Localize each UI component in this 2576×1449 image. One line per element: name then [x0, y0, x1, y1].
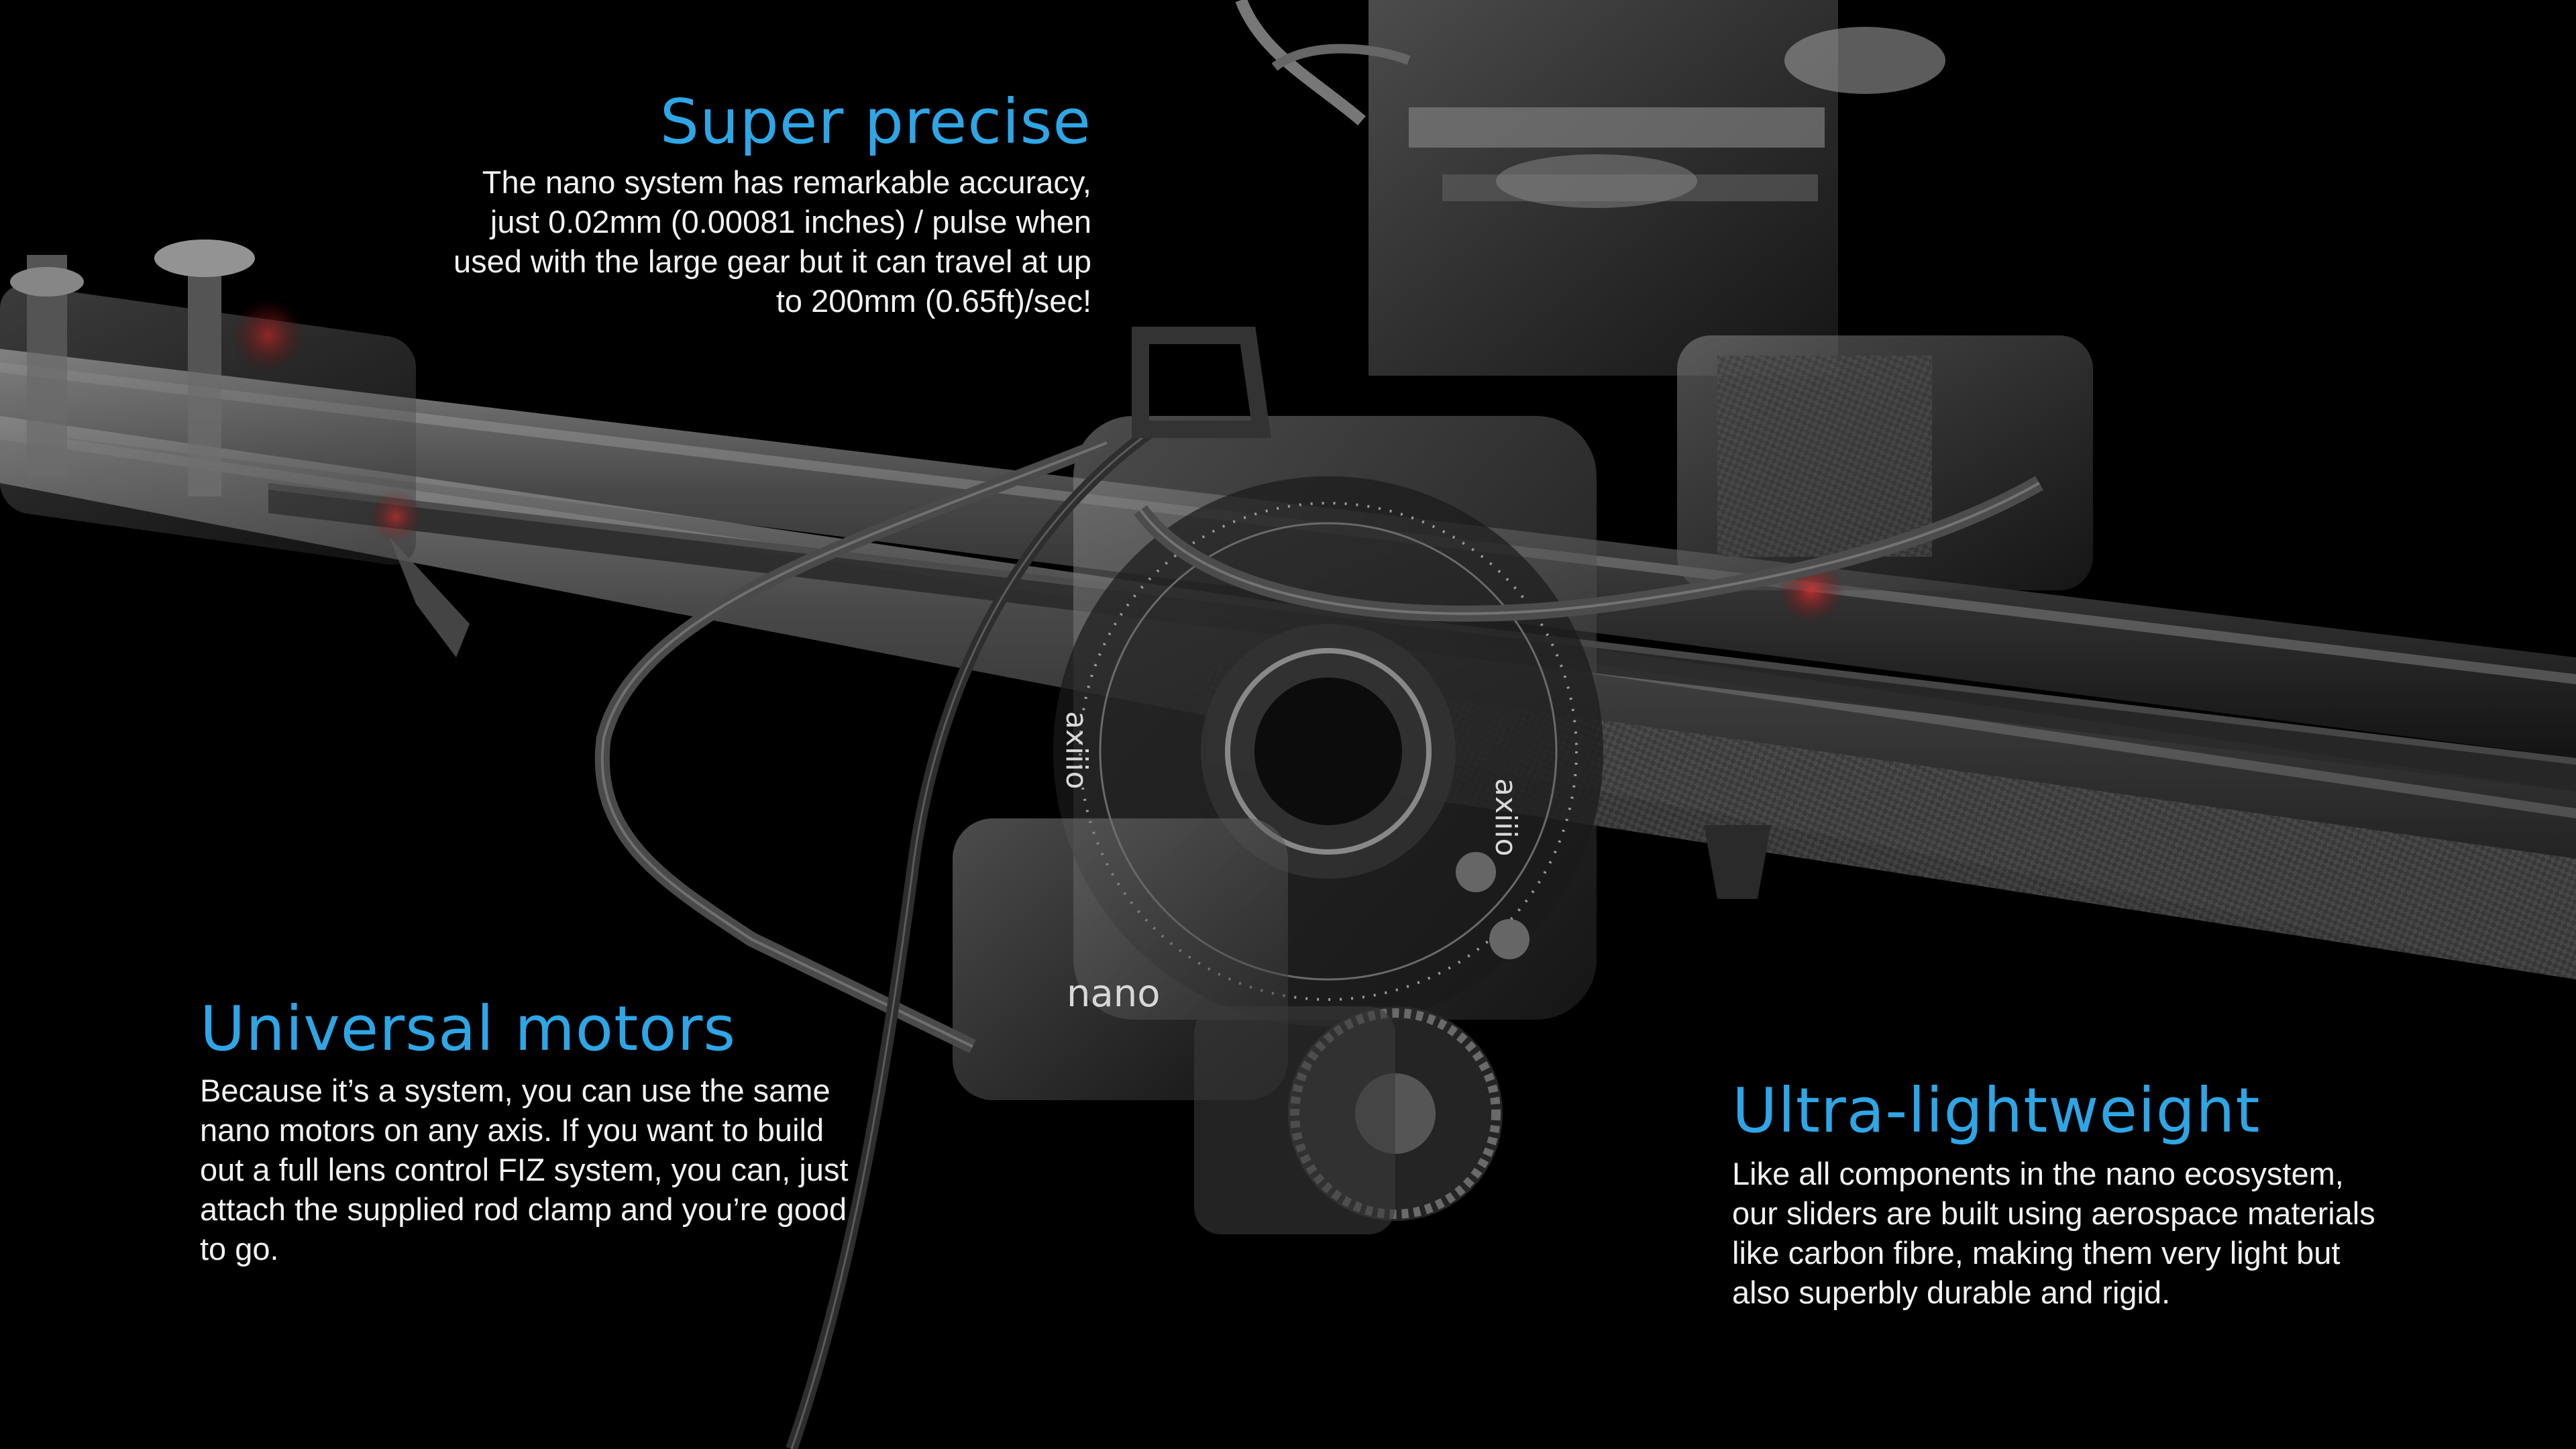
feature-title-ultra-lightweight: Ultra-lightweight — [1732, 1075, 2261, 1146]
feature-universal-motors: Universal motors Because it’s a system, … — [200, 994, 857, 1269]
rail-end-clamp — [0, 239, 470, 657]
brand-engraving-right: axiiio — [1489, 778, 1523, 857]
carriage-feet — [1456, 825, 1771, 959]
feature-body-ultra-lightweight: Like all components in the nano ecosyste… — [1732, 1156, 2375, 1310]
motor-cables — [594, 327, 2043, 1449]
feature-body-super-precise: The nano system has remarkable accuracy,… — [453, 164, 1091, 319]
feature-body-universal-motors: Because it’s a system, you can use the s… — [200, 1073, 849, 1267]
feature-title-super-precise: Super precise — [659, 86, 1091, 158]
slider-carriage — [1235, 0, 2093, 624]
brand-engraving-left: axiiio — [1059, 711, 1093, 790]
feature-super-precise: Super precise The nano system has remark… — [434, 87, 1091, 321]
feature-title-universal-motors: Universal motors — [200, 993, 737, 1065]
focus-motor: nano — [953, 818, 1503, 1234]
motor-label: nano — [1067, 972, 1161, 1016]
feature-ultra-lightweight: Ultra-lightweight Like all components in… — [1732, 1076, 2376, 1312]
